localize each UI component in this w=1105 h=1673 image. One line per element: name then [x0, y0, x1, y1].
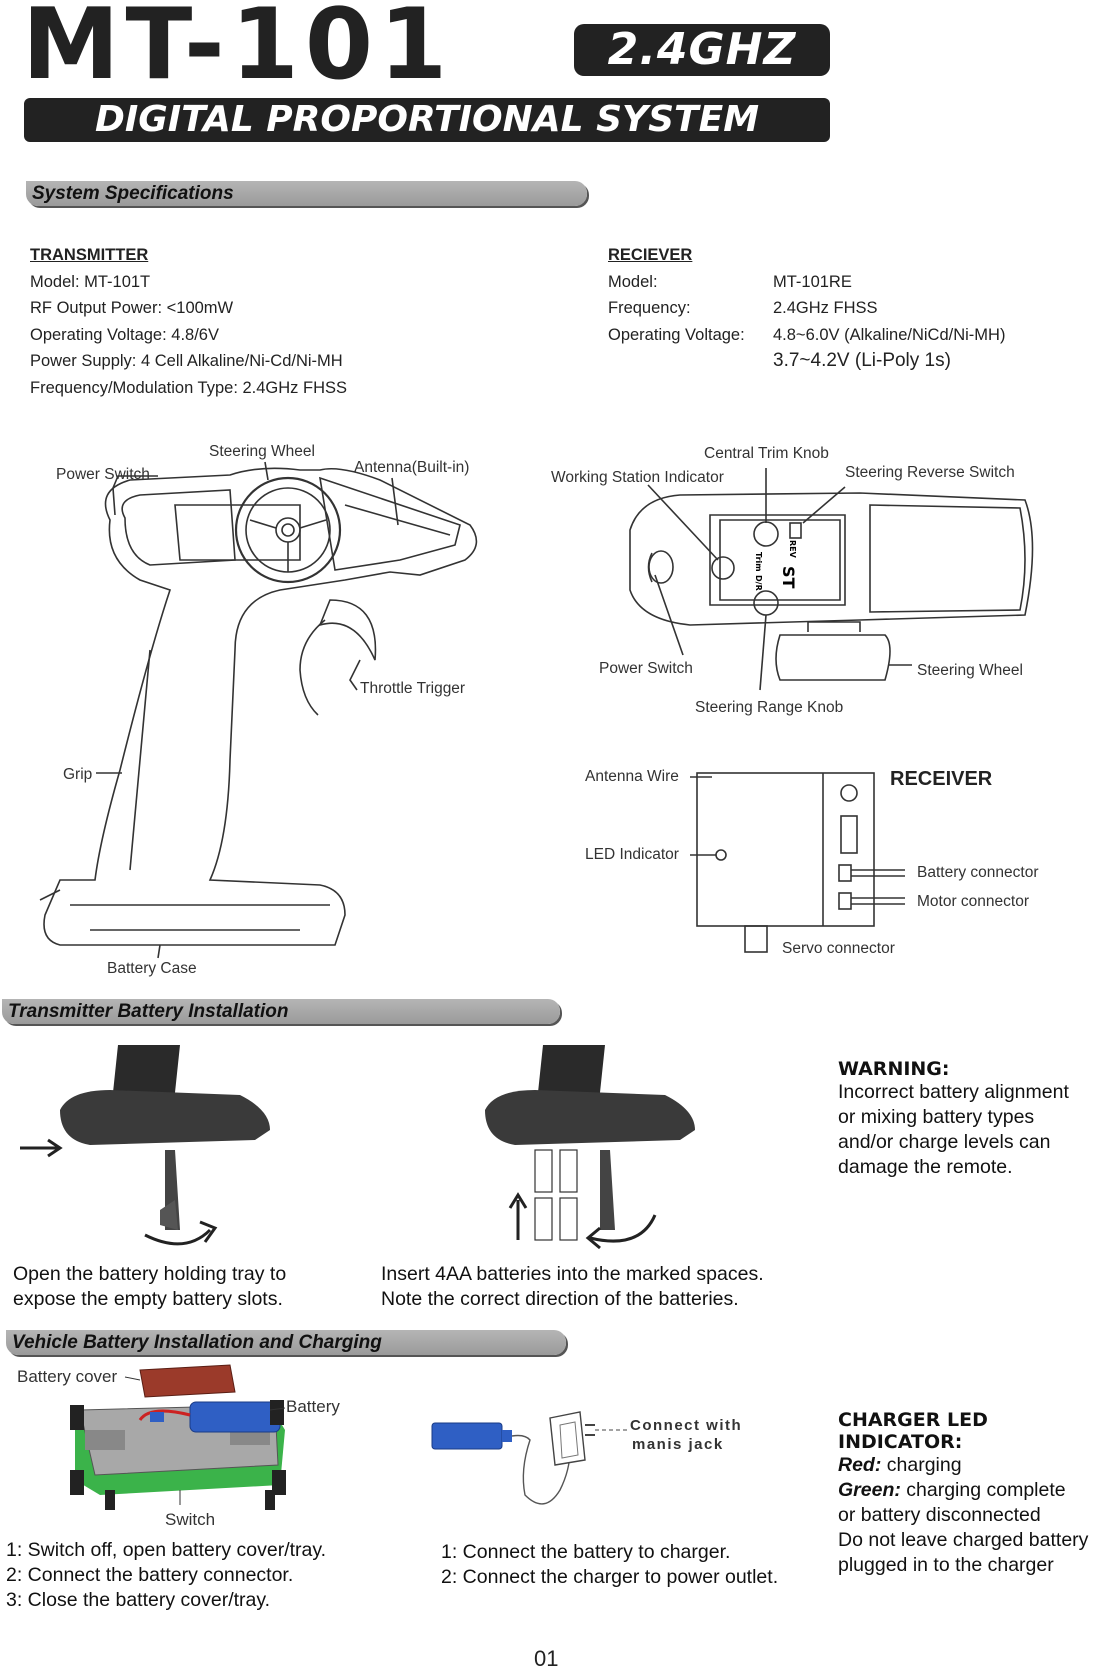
green-text-2: or battery disconnected [838, 1504, 1041, 1526]
tx-label-battery-case: Battery Case [107, 960, 197, 977]
page-number: 01 [534, 1646, 559, 1671]
tx-spec-line: Model: MT-101T [30, 272, 151, 291]
warning-block: WARNING: Incorrect battery alignment or … [838, 1058, 1069, 1180]
receiver-heading: RECIEVER [608, 246, 693, 264]
step-line: expose the empty battery slots. [13, 1288, 283, 1310]
tx-label-antenna: Antenna(Built-in) [354, 459, 470, 476]
knob-st-label: ST [779, 566, 798, 589]
step-line: 2: Connect the charger to power outlet. [441, 1566, 779, 1588]
charger-title: CHARGER LED [838, 1409, 988, 1431]
top-label-steering-wheel: Steering Wheel [917, 662, 1023, 679]
section-tx-battery: Transmitter Battery Installation [2, 999, 560, 1024]
top-label-steering-range: Steering Range Knob [695, 699, 844, 716]
tx-battery-step2: Insert 4AA batteries into the marked spa… [381, 1262, 764, 1312]
rx-spec-value: 4.8~6.0V (Alkaline/NiCd/Ni-MH) [773, 325, 1006, 344]
step-line: 3: Close the battery cover/tray. [6, 1589, 271, 1611]
section-vehicle-battery: Vehicle Battery Installation and Chargin… [6, 1330, 566, 1355]
red-label: Red: [838, 1454, 882, 1476]
warning-line: and/or charge levels can [838, 1131, 1051, 1153]
warning-line: damage the remote. [838, 1156, 1013, 1178]
section-specs: System Specifications [26, 181, 587, 206]
connect-line: Connect with [630, 1417, 743, 1434]
red-text: charging [886, 1454, 962, 1476]
rx-spec-value: 2.4GHz FHSS [773, 299, 878, 317]
tx-label-grip: Grip [63, 766, 93, 783]
model-logo: MT-101 [22, 0, 454, 102]
knob-trim-label: Trim [754, 552, 763, 572]
knob-dr-label: D/R [754, 575, 763, 591]
vehicle-steps: 1: Switch off, open battery cover/tray. … [6, 1538, 326, 1613]
rx-spec-extra-voltage: 3.7~4.2V (Li-Poly 1s) [773, 350, 951, 371]
green-label: Green: [838, 1479, 901, 1501]
rx-spec-label: Operating Voltage: [608, 325, 745, 344]
label-battery-cover: Battery cover [17, 1367, 118, 1386]
tx-spec-line: Frequency/Modulation Type: 2.4GHz FHSS [30, 378, 348, 397]
tx-spec-line: Power Supply: 4 Cell Alkaline/Ni-Cd/Ni-M… [30, 352, 343, 370]
step-line: Insert 4AA batteries into the marked spa… [381, 1263, 764, 1285]
step-line: 1: Switch off, open battery cover/tray. [6, 1539, 327, 1561]
knob-rev-label: REV [788, 540, 797, 559]
tx-spec-line: Operating Voltage: 4.8/6V [30, 325, 219, 344]
warning-line: Incorrect battery alignment [838, 1081, 1069, 1103]
tx-battery-step1: Open the battery holding tray to expose … [13, 1262, 286, 1312]
rx-label-led: LED Indicator [585, 846, 679, 863]
warning-line: or mixing battery types [838, 1106, 1035, 1128]
step-line: Note the correct direction of the batter… [381, 1288, 739, 1310]
charge-steps: 1: Connect the battery to charger. 2: Co… [441, 1540, 778, 1590]
receiver-diagram-title: RECEIVER [890, 768, 993, 790]
band-logo: 2.4GHZ [574, 24, 830, 76]
top-label-central-trim: Central Trim Knob [704, 445, 829, 462]
rx-label-motor-connector: Motor connector [917, 893, 1029, 910]
connect-with-label: Connect with manis jack [630, 1416, 742, 1454]
rx-spec-value: MT-101RE [773, 272, 852, 291]
step-line: 1: Connect the battery to charger. [441, 1541, 731, 1563]
label-battery: Battery [286, 1397, 340, 1416]
tx-spec-line: RF Output Power: <100mW [30, 299, 234, 317]
note-line: plugged in to the charger [838, 1554, 1054, 1576]
rx-spec-label: Frequency: [608, 299, 691, 317]
tx-label-power-switch: Power Switch [56, 466, 150, 483]
transmitter-specs: TRANSMITTER Model: MT-101T RF Output Pow… [30, 242, 347, 401]
rx-label-antenna-wire: Antenna Wire [585, 768, 679, 785]
step-line: 2: Connect the battery connector. [6, 1564, 294, 1586]
label-switch: Switch [165, 1510, 216, 1529]
system-logo: DIGITAL PROPORTIONAL SYSTEM [24, 98, 830, 142]
charger-led-block: CHARGER LED INDICATOR: Red: charging Gre… [838, 1409, 1103, 1578]
tx-label-steering-wheel: Steering Wheel [209, 443, 315, 460]
tx-label-throttle: Throttle Trigger [360, 680, 466, 697]
rx-spec-label: Model: [608, 272, 658, 291]
rx-label-battery-connector: Battery connector [917, 864, 1039, 881]
step-line: Open the battery holding tray to [13, 1263, 287, 1285]
connect-line: manis jack [632, 1436, 724, 1453]
top-label-steering-reverse: Steering Reverse Switch [845, 464, 1015, 481]
transmitter-heading: TRANSMITTER [30, 246, 149, 264]
note-line: Do not leave charged battery [838, 1529, 1089, 1551]
top-label-working-station: Working Station Indicator [551, 469, 724, 486]
warning-title: WARNING: [838, 1058, 950, 1080]
top-label-power-switch: Power Switch [599, 660, 693, 677]
charger-title: INDICATOR: [838, 1431, 963, 1453]
green-text: charging complete [906, 1479, 1066, 1501]
receiver-specs: RECIEVER Model: MT-101RE Frequency: 2.4GHz… [608, 242, 1088, 375]
rx-label-servo-connector: Servo connector [782, 940, 895, 957]
